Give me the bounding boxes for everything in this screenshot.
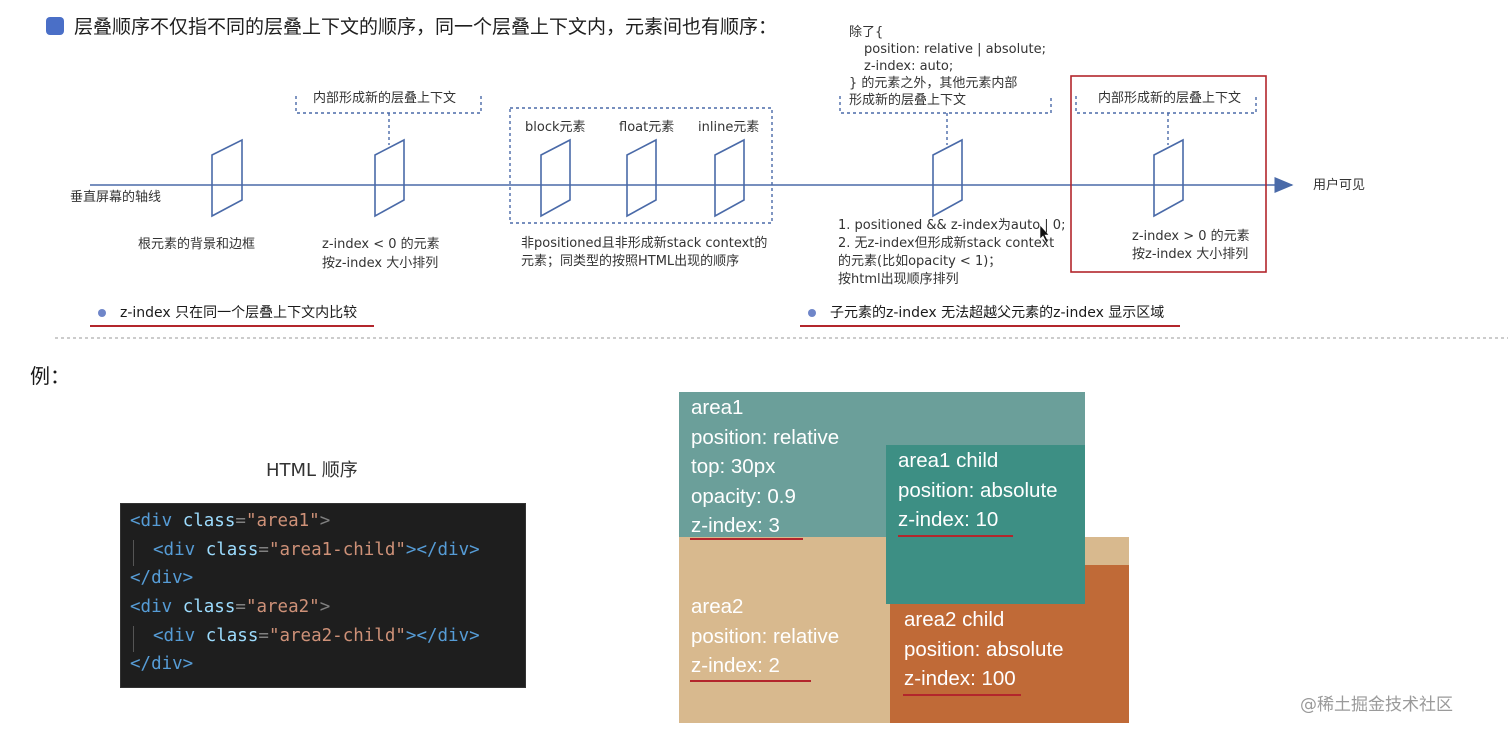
plane-inline bbox=[714, 138, 745, 218]
plane-root-bg bbox=[211, 138, 243, 218]
label-auto-z-3: 的元素(比如opacity < 1)； bbox=[838, 254, 1002, 269]
label-nonpos-2: 元素；同类型的按照HTML出现的顺序 bbox=[521, 254, 740, 269]
label-float: float元素 bbox=[619, 120, 675, 135]
area1-text: area1 position: relative top: 30px opaci… bbox=[691, 393, 839, 541]
plane-auto-z bbox=[932, 138, 963, 218]
watermark: @稀土掘金技术社区 bbox=[1300, 695, 1453, 715]
area2-position: position: relative bbox=[691, 624, 840, 648]
note-bullet-icon bbox=[98, 309, 106, 317]
area2-child-zindex-underline bbox=[903, 694, 1021, 696]
code-line-2: <div class="area1-child"></div> bbox=[153, 540, 480, 560]
label-pos-z-bracket: 内部形成新的层叠上下文 bbox=[1098, 91, 1242, 106]
mouse-cursor-icon bbox=[1039, 224, 1050, 243]
label-pos-z-2: 按z-index 大小排列 bbox=[1132, 247, 1249, 262]
label-except-3: z-index: auto; bbox=[864, 59, 954, 74]
stacking-order-diagram bbox=[55, 75, 1508, 339]
area1-zindex: z-index: 3 bbox=[691, 514, 780, 537]
area2-name: area2 bbox=[691, 595, 744, 618]
indent-guide bbox=[133, 626, 134, 652]
area1-child-zindex-underline bbox=[898, 535, 1013, 537]
axis-right-label: 用户可见 bbox=[1313, 178, 1366, 193]
code-line-6: </div> bbox=[130, 654, 194, 674]
area2-zindex-underline bbox=[690, 680, 811, 682]
label-pos-z-1: z-index > 0 的元素 bbox=[1132, 229, 1250, 244]
normal-flow-group-box bbox=[509, 107, 773, 224]
area2-child-text: area2 child position: absolute z-index: … bbox=[904, 605, 1064, 694]
note-right: 子元素的z-index 无法超越父元素的z-index 显示区域 bbox=[808, 302, 1164, 322]
area1-zindex-underline bbox=[690, 538, 803, 540]
note-left-text: z-index 只在同一个层叠上下文内比较 bbox=[120, 305, 358, 321]
label-root-bg: 根元素的背景和边框 bbox=[138, 237, 256, 252]
title-bullet-icon bbox=[46, 16, 64, 35]
html-order-label: HTML 顺序 bbox=[266, 460, 358, 481]
highlight-box-pos-z bbox=[1070, 75, 1267, 273]
label-neg-z-1: z-index < 0 的元素 bbox=[322, 237, 440, 252]
note-left: z-index 只在同一个层叠上下文内比较 bbox=[98, 302, 357, 322]
area1-child-position: position: absolute bbox=[898, 478, 1058, 502]
area1-child-text: area1 child position: absolute z-index: … bbox=[898, 446, 1058, 535]
area1-child-box bbox=[886, 445, 1085, 604]
code-block: <div class="area1"> <div class="area1-ch… bbox=[120, 503, 526, 688]
plane-neg-z bbox=[374, 138, 405, 218]
page-title: 层叠顺序不仅指不同的层叠上下文的顺序，同一个层叠上下文内，元素间也有顺序： bbox=[46, 12, 777, 39]
label-auto-z-4: 按html出现顺序排列 bbox=[838, 272, 959, 287]
label-auto-z-1: 1. positioned && z-index为auto | 0; bbox=[838, 218, 1066, 233]
code-line-3: </div> bbox=[130, 568, 194, 588]
note-left-underline bbox=[90, 325, 374, 327]
area2-child-zindex: z-index: 100 bbox=[904, 667, 1016, 690]
axis-left-label: 垂直屏幕的轴线 bbox=[70, 190, 162, 205]
label-except-2: position: relative | absolute; bbox=[864, 42, 1046, 57]
bracket-pos-z bbox=[1075, 96, 1257, 145]
note-bullet-icon bbox=[808, 309, 816, 317]
indent-guide bbox=[133, 540, 134, 566]
area1-child-zindex: z-index: 10 bbox=[898, 508, 999, 531]
area1-opacity: opacity: 0.9 bbox=[691, 484, 796, 508]
area2-child-name: area2 child bbox=[904, 608, 1005, 631]
area2-text: area2 position: relative z-index: 2 bbox=[691, 592, 839, 681]
area1-position: position: relative bbox=[691, 425, 840, 449]
example-label: 例： bbox=[30, 364, 70, 388]
bracket-auto-z bbox=[839, 96, 1052, 145]
label-neg-z-bracket: 内部形成新的层叠上下文 bbox=[313, 91, 457, 106]
plane-float bbox=[626, 138, 657, 218]
label-inline: inline元素 bbox=[698, 120, 760, 135]
area1-name: area1 bbox=[691, 396, 744, 419]
code-line-5: <div class="area2-child"></div> bbox=[153, 626, 480, 646]
area2-zindex: z-index: 2 bbox=[691, 654, 780, 677]
code-line-1: <div class="area1"> bbox=[130, 511, 331, 531]
bracket-neg-z bbox=[295, 96, 482, 145]
plane-block bbox=[540, 138, 571, 218]
area2-child-position: position: absolute bbox=[904, 637, 1064, 661]
label-neg-z-2: 按z-index 大小排列 bbox=[322, 256, 439, 271]
label-block: block元素 bbox=[525, 120, 586, 135]
label-except-4: } 的元素之外，其他元素内部 bbox=[849, 76, 1018, 91]
label-except-1: 除了{ bbox=[849, 25, 884, 40]
note-right-text: 子元素的z-index 无法超越父元素的z-index 显示区域 bbox=[830, 305, 1165, 321]
code-line-4: <div class="area2"> bbox=[130, 597, 331, 617]
label-except-5: 形成新的层叠上下文 bbox=[849, 93, 967, 108]
note-right-underline bbox=[800, 325, 1180, 327]
plane-pos-z bbox=[1153, 138, 1184, 218]
label-auto-z-2: 2. 无z-index但形成新stack context bbox=[838, 236, 1055, 251]
area1-child-name: area1 child bbox=[898, 449, 999, 472]
label-nonpos-1: 非positioned且非形成新stack context的 bbox=[521, 236, 768, 251]
area1-top: top: 30px bbox=[691, 455, 776, 478]
page-title-text: 层叠顺序不仅指不同的层叠上下文的顺序，同一个层叠上下文内，元素间也有顺序： bbox=[74, 16, 778, 38]
